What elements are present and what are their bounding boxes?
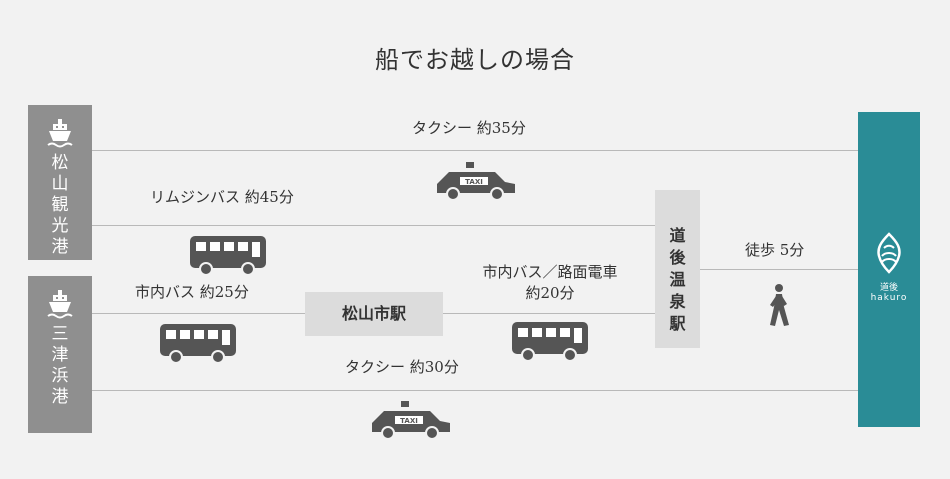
route-label-taxi-bottom: タクシー 約30分 [345, 358, 459, 376]
station-matsuyama-city: 松山市駅 [305, 292, 443, 336]
route-line-taxi-bottom [92, 390, 858, 391]
route-line-city-bus [92, 313, 305, 314]
walking-person-icon [764, 283, 792, 331]
station-dogo-onsen: 道後温泉駅 [655, 190, 700, 348]
route-label-limousine: リムジンバス 約45分 [150, 188, 294, 206]
page-title: 船でお越しの場合 [375, 46, 575, 74]
route-line-taxi-top [92, 150, 858, 151]
bus-icon [158, 322, 238, 370]
route-line-bus-tram [443, 313, 655, 314]
port-label: 三津浜港 [51, 324, 69, 407]
taxi-sign: TAXI [400, 417, 418, 425]
ship-icon [28, 290, 92, 324]
hotel-name-ja: 道後 [879, 283, 898, 293]
station-label: 道後温泉駅 [669, 226, 686, 333]
port-matsuyama: 松山観光港 [28, 105, 92, 260]
taxi-sign: TAXI [465, 178, 483, 186]
taxi-icon: TAXI [368, 399, 454, 445]
route-line-walk [700, 269, 858, 270]
route-line-limousine [92, 225, 655, 226]
ship-icon [28, 119, 92, 153]
hakuro-logo-icon [858, 232, 920, 278]
port-mitsuhama: 三津浜港 [28, 276, 92, 433]
hotel-name-en: hakuro [870, 293, 908, 303]
route-label-taxi-top: タクシー 約35分 [412, 119, 526, 137]
taxi-icon: TAXI [433, 160, 519, 206]
route-label-bus-tram-1: 市内バス／路面電車 [482, 263, 618, 281]
bus-icon [510, 320, 590, 368]
route-label-bus-tram-2: 約20分 [525, 284, 575, 302]
port-label: 松山観光港 [51, 153, 69, 257]
route-label-walk: 徒歩 5分 [745, 241, 805, 259]
route-label-city-bus: 市内バス 約25分 [135, 283, 249, 301]
hotel-hakuro: 道後 hakuro [858, 112, 920, 427]
bus-icon [188, 234, 268, 282]
